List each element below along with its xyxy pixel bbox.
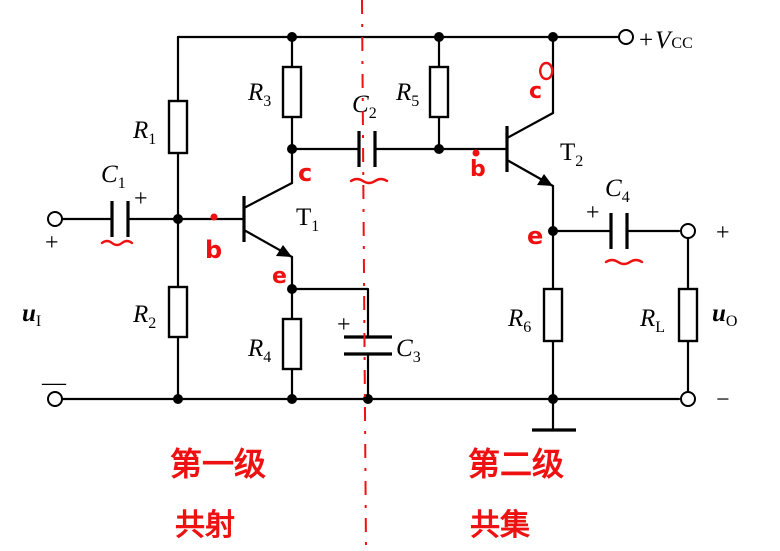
c3-branch-wire [290, 287, 370, 401]
c1-polarity-plus: + [134, 186, 148, 212]
c2-underline-squiggle [349, 177, 389, 185]
t2-collector-lead [505, 111, 555, 140]
stage2-type: 共集 [470, 508, 531, 543]
capacitors [110, 131, 629, 356]
wires [60, 35, 690, 432]
input-terminal-minus [47, 391, 63, 407]
input-minus-sign: — [41, 370, 67, 396]
resistor-r2 [167, 285, 189, 339]
c1-label: C1 [101, 161, 126, 192]
t1-collector-lead [242, 181, 294, 210]
t1-base-annotation: b [205, 236, 222, 264]
t1-label: T1 [296, 204, 319, 235]
junctions [173, 32, 558, 404]
r3-label: R3 [247, 79, 271, 110]
resistor-rl [677, 287, 699, 343]
c3-label: C3 [396, 335, 421, 366]
stage1-type: 共射 [175, 508, 235, 543]
junction-dot [287, 144, 297, 154]
t2-emitter-annotation: e [527, 222, 543, 250]
r1-label: R1 [132, 117, 156, 148]
t1-emitter-annotation: e [272, 264, 287, 289]
resistor-r6 [542, 287, 564, 343]
resistor-r3 [281, 65, 303, 119]
junction-dot [434, 32, 444, 42]
output-terminal-plus [680, 223, 696, 239]
junction-dot [173, 394, 183, 404]
c2-label: C2 [352, 91, 377, 122]
vcc-terminal [618, 29, 634, 45]
transistor-t2 [505, 111, 555, 188]
c4-polarity-plus: + [586, 200, 600, 226]
c4-label: C4 [605, 175, 630, 206]
input-terminal-plus [47, 211, 63, 227]
vcc-label: +VCC [639, 27, 693, 54]
r2-label: R2 [132, 301, 156, 332]
stage-divider-line [361, 0, 367, 551]
resistor-r5 [428, 65, 450, 119]
resistor-r4 [281, 317, 303, 371]
t1-base-marker [210, 213, 218, 221]
t2-collector-annotation: c [529, 79, 542, 104]
stage1-title: 第一级 [170, 445, 266, 483]
labels: +VCC R1 R2 R3 R4 R5 R6 RL C1 C2 C3 C4 T1… [22, 27, 737, 413]
capacitor-c4 [609, 213, 629, 249]
junction-dot [548, 394, 558, 404]
c3-polarity-plus: + [337, 312, 351, 338]
input-voltage-label: uI [22, 300, 41, 330]
r5-label: R5 [395, 79, 419, 110]
output-minus-sign: − [716, 387, 730, 413]
r6-label: R6 [507, 305, 531, 336]
output-voltage-label: uO [712, 300, 737, 330]
junction-dot [173, 214, 183, 224]
c4-underline-squiggle [604, 258, 644, 266]
t2-emitter-arrow [537, 174, 553, 186]
junction-dot [287, 32, 297, 42]
resistors [167, 65, 699, 371]
junction-dot [287, 284, 297, 294]
transistor-t1 [242, 181, 294, 259]
capacitor-c2 [357, 131, 377, 167]
capacitor-c1 [110, 201, 130, 237]
output-plus-sign: + [716, 220, 730, 246]
resistor-r1 [167, 99, 189, 155]
terminals [47, 29, 696, 407]
junction-dot [287, 394, 297, 404]
handwritten-annotations: b c e b c e 第一级 共射 第二级 共集 [100, 0, 644, 551]
rl-label: RL [639, 305, 665, 336]
junction-dot [548, 226, 558, 236]
output-terminal-minus [680, 391, 696, 407]
t1-emitter-arrow [276, 245, 292, 257]
t1-collector-annotation: c [298, 159, 312, 187]
input-plus-sign: + [45, 230, 59, 256]
junction-dot [548, 32, 558, 42]
r4-label: R4 [247, 335, 271, 366]
stage2-title: 第二级 [468, 445, 564, 483]
c1-underline-squiggle [100, 239, 134, 247]
t2-base-marker [472, 149, 480, 157]
t2-label: T2 [560, 139, 583, 170]
t2-base-annotation: b [470, 157, 486, 182]
junction-dot [434, 144, 444, 154]
capacitor-c3 [344, 335, 392, 356]
t2-collector-loop [539, 61, 554, 81]
